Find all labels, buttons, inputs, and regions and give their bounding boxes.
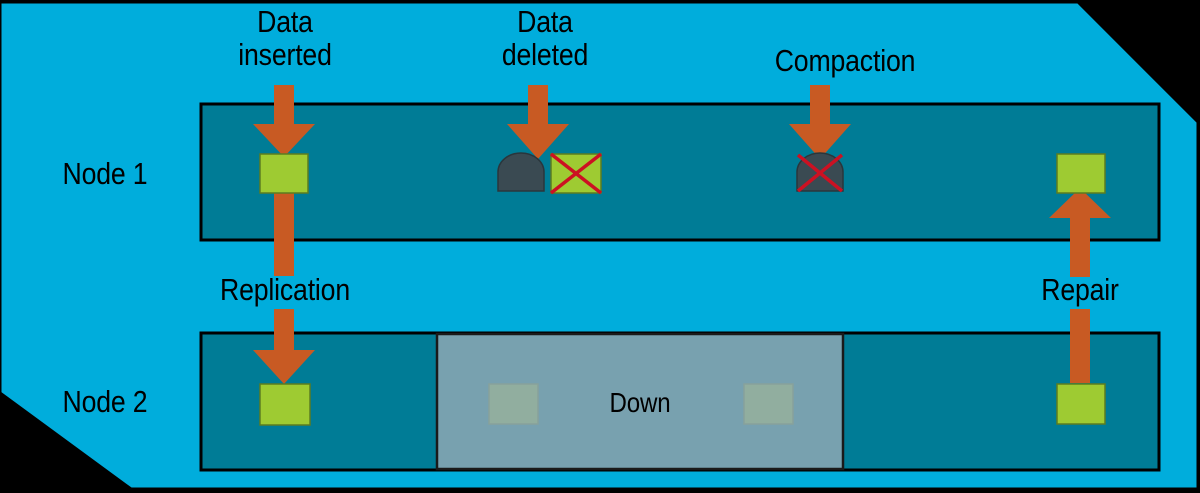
label-node-2: Node 2 [62, 384, 148, 419]
arrow-data-inserted [253, 85, 315, 157]
node-1-band [199, 102, 1161, 242]
arrow-replication [253, 190, 315, 384]
label-replication: Replication [219, 272, 350, 307]
arrow-data-deleted [507, 85, 569, 159]
label-down: Down [609, 387, 671, 418]
cell-n1-compacted-tombstone [796, 152, 844, 193]
cell-n1-tombstone [497, 152, 545, 192]
cell-n2-repair-source [1056, 383, 1106, 425]
label-repair: Repair [1041, 272, 1119, 307]
cell-n1-deleted-data [549, 152, 603, 195]
cell-n1-repaired [1056, 153, 1106, 194]
node-2-down-overlay [435, 332, 845, 471]
label-data-inserted: Data inserted [238, 4, 332, 72]
arrow-compaction [789, 85, 851, 159]
arrow-repair [1049, 188, 1111, 383]
cell-n2-replicated [259, 383, 311, 426]
cell-n1-inserted [259, 153, 309, 194]
label-compaction: Compaction [774, 43, 916, 78]
label-node-1: Node 1 [62, 156, 148, 191]
label-data-deleted: Data deleted [501, 4, 589, 72]
